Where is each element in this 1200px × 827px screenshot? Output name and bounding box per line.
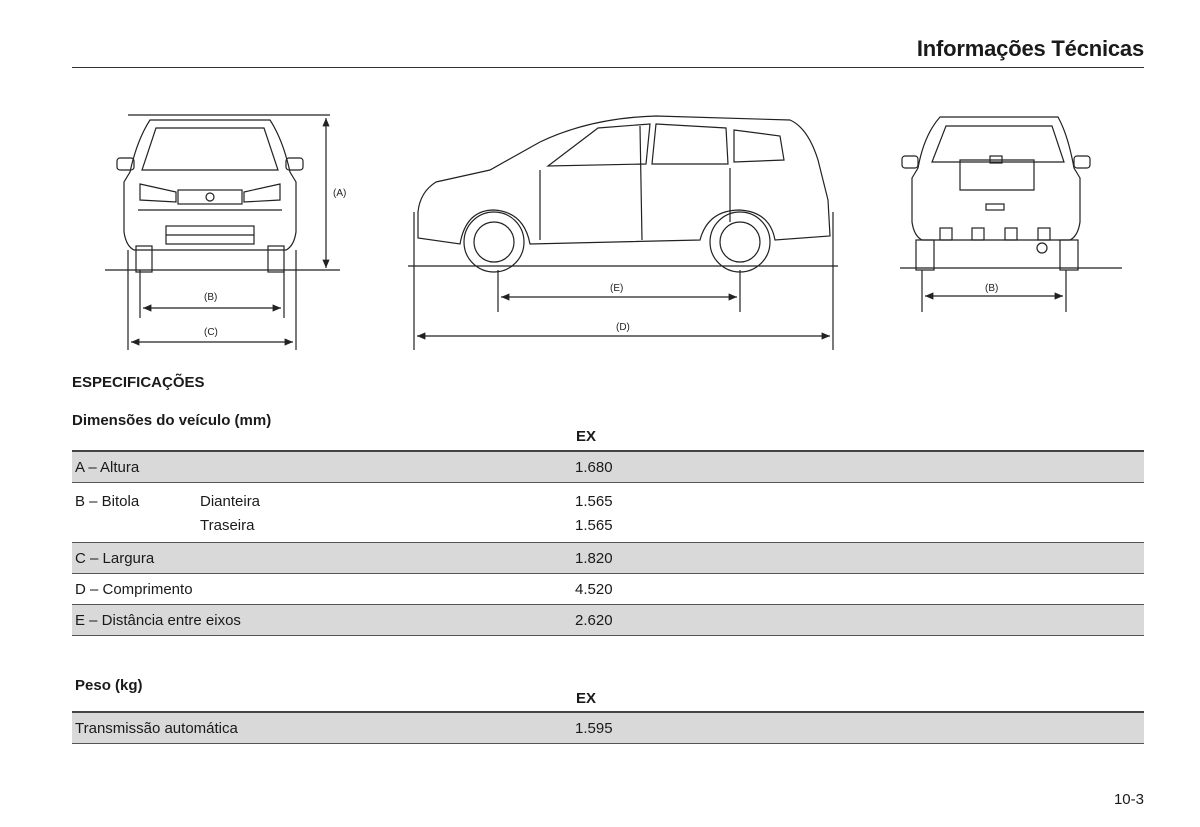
header-rule [72, 67, 1144, 68]
weight-table: Transmissão automática 1.595 [72, 711, 1144, 744]
row-value: 1.565 [575, 493, 613, 510]
table-row: E – Distância entre eixos 2.620 [72, 605, 1144, 636]
row-label: B – Bitola [75, 493, 140, 510]
row-value: 1.820 [575, 550, 613, 567]
table-row: Transmissão automática 1.595 [72, 713, 1144, 744]
front-view-drawing [105, 114, 340, 350]
row-value: 4.520 [575, 581, 613, 598]
vehicle-dimension-drawings: (A) (B) (C) (E) (D) (B) [105, 114, 1122, 350]
dim-label-b-front: (B) [204, 292, 217, 303]
dim-label-c: (C) [204, 327, 218, 338]
row-label: E – Distância entre eixos [75, 612, 241, 629]
row-label: A – Altura [75, 459, 140, 476]
table-row: B – Bitola Dianteira 1.565 Traseira 1.56… [72, 483, 1144, 543]
dim-label-b-rear: (B) [985, 283, 998, 294]
dimensions-table: A – Altura 1.680 B – Bitola Dianteira 1.… [72, 450, 1144, 636]
table-row: C – Largura 1.820 [72, 543, 1144, 574]
dim-label-d: (D) [616, 322, 630, 333]
dim-label-a: (A) [333, 188, 346, 199]
table-row: D – Comprimento 4.520 [72, 574, 1144, 605]
page-number: 10-3 [1113, 791, 1144, 808]
rear-view-drawing [900, 116, 1122, 312]
side-view-drawing [408, 115, 838, 350]
dimensions-column-header: EX [576, 428, 597, 445]
row-value: 1.680 [575, 459, 613, 476]
dim-label-e: (E) [610, 283, 623, 294]
row-value: 2.620 [575, 612, 613, 629]
table-row: A – Altura 1.680 [72, 452, 1144, 483]
page-header-title: Informações Técnicas [916, 36, 1144, 61]
row-sublabel: Dianteira [200, 493, 261, 510]
row-sublabel: Traseira [200, 517, 255, 534]
dimensions-title: Dimensões do veículo (mm) [72, 412, 272, 429]
specs-section-title: ESPECIFICAÇÕES [72, 374, 205, 391]
row-label: C – Largura [75, 550, 155, 567]
weight-title: Peso (kg) [75, 677, 143, 694]
weight-column-header: EX [576, 690, 597, 707]
row-label: Transmissão automática [75, 720, 238, 737]
row-value: 1.565 [575, 517, 613, 534]
row-value: 1.595 [575, 720, 613, 737]
row-label: D – Comprimento [75, 581, 193, 598]
